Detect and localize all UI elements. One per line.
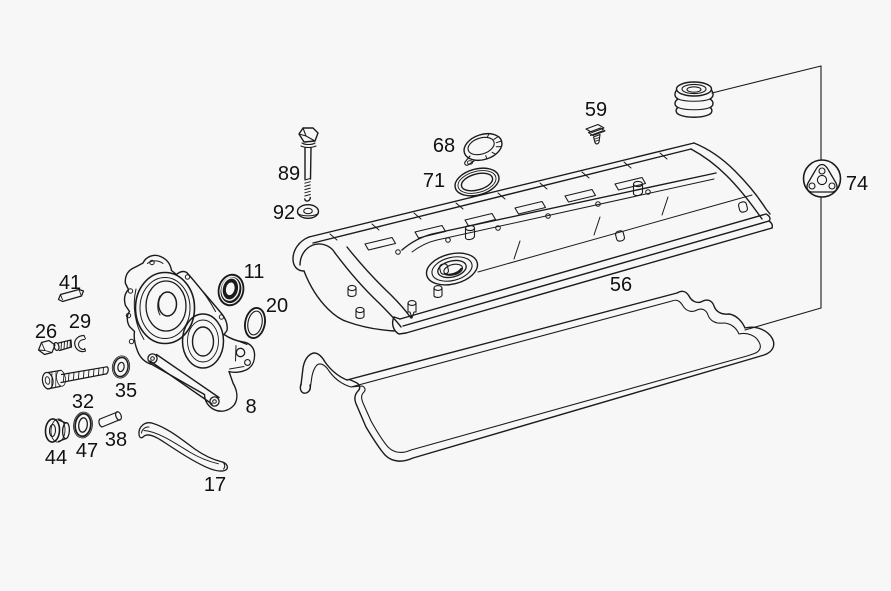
pin-38 xyxy=(98,411,123,428)
part-label-92: 92 xyxy=(273,202,295,224)
washer-92 xyxy=(296,203,320,219)
part-label-35: 35 xyxy=(115,380,137,402)
leader-line-74 xyxy=(711,65,822,331)
seal-kit-symbol-74 xyxy=(802,159,842,198)
oil-filler-boss xyxy=(425,252,479,286)
retaining-bracket xyxy=(138,422,228,472)
valve-cover xyxy=(292,142,774,335)
clip-59 xyxy=(585,123,606,145)
bolt-89 xyxy=(298,127,319,202)
part-label-68: 68 xyxy=(433,135,455,157)
o-ring-20 xyxy=(244,307,266,339)
part-label-32: 32 xyxy=(72,391,94,413)
part-label-47: 47 xyxy=(76,440,98,462)
part-label-89: 89 xyxy=(278,163,300,185)
clip-29 xyxy=(74,334,87,353)
part-label-56: 56 xyxy=(610,274,632,296)
seal-ring-47 xyxy=(73,411,93,439)
part-label-74: 74 xyxy=(846,173,868,195)
part-labels: 41 26 29 32 35 44 47 38 17 8 11 20 89 92… xyxy=(35,99,868,496)
part-label-59: 59 xyxy=(585,99,607,121)
part-label-11: 11 xyxy=(244,261,265,283)
part-label-29: 29 xyxy=(69,311,91,333)
part-label-8: 8 xyxy=(245,396,256,418)
valve-cover-gasket xyxy=(299,290,775,462)
sealing-grommet xyxy=(674,81,714,118)
timing-case-cover xyxy=(123,254,256,412)
filler-cap-68 xyxy=(463,132,503,166)
washer-35 xyxy=(111,355,131,379)
radial-seal-11 xyxy=(217,273,245,307)
part-label-17: 17 xyxy=(204,474,226,496)
part-label-26: 26 xyxy=(35,321,57,343)
plug-44 xyxy=(44,418,71,443)
part-label-38: 38 xyxy=(105,429,127,451)
bolt-26 xyxy=(37,339,73,356)
part-label-44: 44 xyxy=(45,447,67,469)
dowel-pin-41 xyxy=(57,288,85,303)
part-label-20: 20 xyxy=(266,295,288,317)
part-label-41: 41 xyxy=(59,272,81,294)
socket-bolt-32 xyxy=(41,366,109,390)
cap-seal-71 xyxy=(454,167,500,197)
part-label-71: 71 xyxy=(423,170,445,192)
